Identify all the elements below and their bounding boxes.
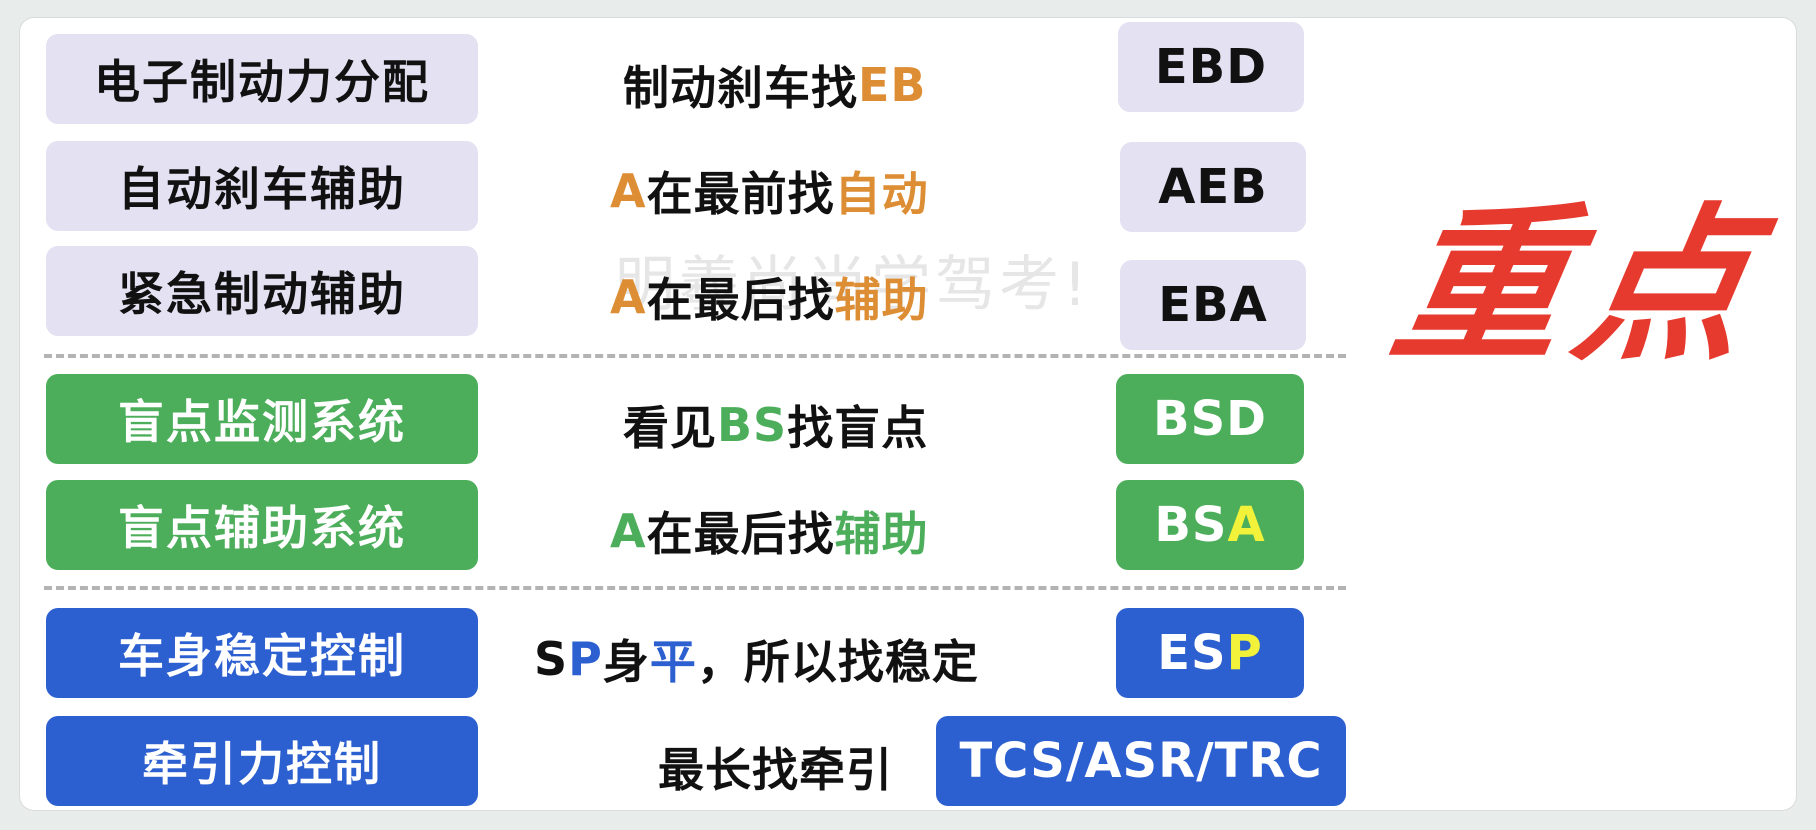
mnemonic-segment: P	[568, 632, 603, 686]
code-segment: AEB	[1158, 159, 1268, 215]
label-tcs: 牵引力控制	[46, 716, 478, 806]
code-segment: EBD	[1154, 39, 1268, 95]
code-bsd: BSD	[1116, 374, 1304, 464]
code-segment: BSD	[1153, 391, 1267, 447]
mnemonic-segment: A	[610, 504, 647, 558]
group-divider	[44, 354, 1346, 358]
mnemonic-segment: 制动刹车找	[623, 61, 858, 115]
mnemonic-segment: A	[610, 270, 647, 324]
watermark: 明羲尚尚学驾考!	[615, 250, 1092, 320]
mnemonic-segment: 身	[602, 635, 650, 689]
mnemonic-segment: 辅助	[834, 507, 929, 561]
label-ebd: 电子制动力分配	[46, 34, 478, 124]
label-bsa: 盲点辅助系统	[46, 480, 478, 570]
mnemonic-tcs: 最长找牵引	[658, 722, 893, 812]
mnemonic-segment: 在最后找	[646, 507, 835, 561]
mnemonic-segment: 辅助	[834, 273, 929, 327]
mnemonic-segment: BS	[717, 398, 788, 452]
mnemonic-segment: 平	[649, 635, 697, 689]
label-aeb: 自动刹车辅助	[46, 141, 478, 231]
code-tcs: TCS/ASR/TRC	[936, 716, 1346, 806]
code-segment: ES	[1157, 625, 1227, 681]
group-divider	[44, 586, 1346, 590]
code-aeb: AEB	[1120, 142, 1306, 232]
code-eba: EBA	[1120, 260, 1306, 350]
mnemonic-segment: EB	[858, 58, 927, 112]
code-segment: P	[1226, 625, 1263, 681]
code-segment: BS	[1154, 497, 1228, 553]
code-segment: TCS/ASR/TRC	[959, 733, 1323, 789]
mnemonic-segment: A	[610, 164, 647, 218]
label-bsd: 盲点监测系统	[46, 374, 478, 464]
mnemonic-segment: 在最前找	[646, 167, 835, 221]
code-segment: A	[1227, 497, 1266, 553]
label-esp: 车身稳定控制	[46, 608, 478, 698]
mnemonic-segment: ，所以找稳定	[696, 635, 979, 689]
mnemonic-segment: 在最后找	[646, 273, 835, 327]
code-ebd: EBD	[1118, 22, 1304, 112]
mnemonic-segment: S	[534, 632, 569, 686]
key-point-badge: 重点	[1380, 188, 1779, 384]
mnemonic-segment: 看见	[623, 401, 717, 455]
code-segment: EBA	[1158, 277, 1268, 333]
mnemonic-segment: 自动	[834, 167, 929, 221]
mnemonic-segment: 找盲点	[787, 401, 929, 455]
label-eba: 紧急制动辅助	[46, 246, 478, 336]
mnemonic-segment: 最长找牵引	[658, 743, 893, 797]
